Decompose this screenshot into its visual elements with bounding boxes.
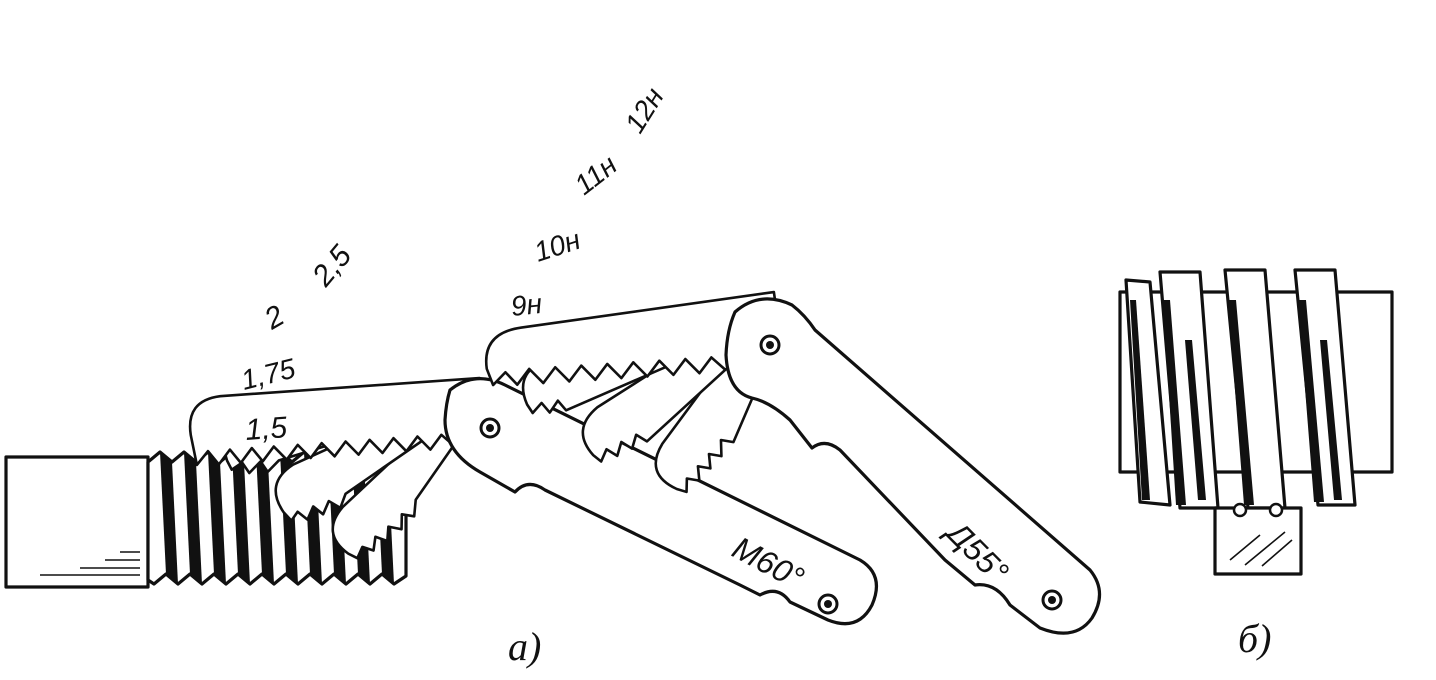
worm-teeth-shading (1130, 300, 1342, 505)
template-block-shading (1229, 531, 1293, 567)
blade-label-12h: 12н (619, 82, 670, 138)
gauge-inch (484, 290, 1102, 635)
template-pin-right (1268, 502, 1284, 518)
gauge-metric-body (443, 377, 879, 626)
blade-label-2: 2 (258, 299, 290, 337)
blade-9h (484, 290, 783, 387)
template-block (1213, 506, 1303, 576)
gauge-inch-body (724, 297, 1102, 635)
gauge-metric (188, 376, 879, 626)
blade-label-1-75: 1,75 (238, 352, 299, 395)
rod-shank (4, 455, 150, 589)
worm-thread (1118, 268, 1394, 576)
blade-label-10h: 10н (530, 224, 584, 268)
blade-label-2-5: 2,5 (305, 239, 358, 293)
caption-b: б) (1238, 616, 1271, 661)
blade-label-1-5: 1,5 (244, 411, 288, 447)
blade-label-11h: 11н (569, 149, 623, 201)
blade-label-9h: 9н (509, 288, 543, 322)
template-pin-left (1232, 502, 1248, 518)
rod-shank-shading (40, 551, 140, 576)
blade-1-5 (188, 376, 484, 467)
caption-a: а) (508, 624, 541, 669)
